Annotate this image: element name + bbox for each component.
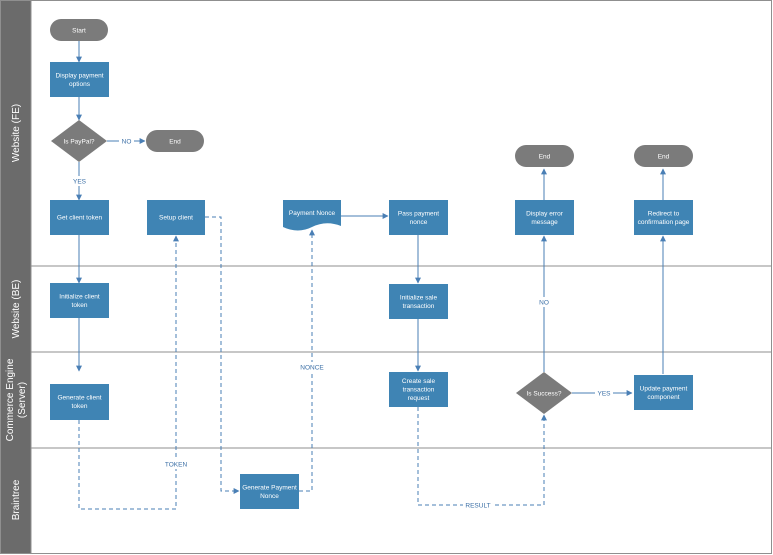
lane-header-server: Commerce Engine (Server) (1, 352, 31, 448)
node-display-error-line2: message (531, 219, 558, 226)
lane-header-fe: Website (FE) (1, 1, 31, 266)
node-redirect-confirm-line2: confirmation page (638, 219, 690, 226)
node-generate-payment-nonce-line1: Generate Payment (242, 485, 297, 492)
lane-label-fe: Website (FE) (11, 104, 22, 162)
node-end-confirm-label: End (658, 154, 670, 161)
node-redirect-confirm: Redirect to confirmation page (634, 200, 693, 235)
node-is-success-label: Is Success? (526, 391, 561, 398)
node-display-payment-line1: Display payment (55, 73, 103, 80)
node-init-client-token-line1: Initialize client (59, 294, 100, 301)
node-is-success: Is Success? (516, 372, 572, 414)
node-init-sale-line1: Initialize sale (400, 295, 438, 302)
node-generate-client-token-line2: token (72, 403, 88, 410)
node-generate-payment-nonce-line2: Nonce (260, 493, 279, 500)
node-display-error: Display error message (515, 200, 574, 235)
node-create-sale-line3: request (408, 395, 430, 402)
node-payment-nonce: Payment Nonce (283, 200, 341, 231)
edge-label-result: RESULT (463, 500, 493, 510)
node-pass-payment-nonce-line1: Pass payment (398, 211, 439, 218)
edge-label-token-text: TOKEN (165, 462, 188, 469)
lane-label-server: Commerce Engine (5, 358, 16, 441)
node-generate-client-token-line1: Generate client (57, 395, 101, 402)
edge-label-yes-success: YES (595, 388, 613, 398)
node-create-sale-line1: Create sale (402, 378, 436, 385)
edge-label-yes-paypal: YES (71, 176, 88, 186)
lane-header-bt: Braintree (1, 448, 31, 553)
lane-label-server-2: (Server) (17, 382, 28, 418)
node-generate-client-token: Generate client token (50, 384, 109, 420)
node-setup-client-label: Setup client (159, 215, 193, 222)
node-display-payment: Display payment options (50, 62, 109, 97)
edge-generate-setup (78, 235, 179, 510)
node-init-client-token: Initialize client token (50, 283, 109, 318)
edge-label-result-text: RESULT (465, 503, 490, 510)
edge-label-no-success-text: NO (539, 300, 549, 307)
node-get-client-token-label: Get client token (57, 215, 103, 222)
node-init-sale: Initialize sale transaction (389, 284, 448, 319)
edge-label-nonce-text: NONCE (300, 365, 324, 372)
node-start: Start (50, 19, 108, 41)
node-display-error-line1: Display error (526, 211, 564, 218)
edge-label-no-paypal-text: NO (122, 139, 132, 146)
node-init-client-token-line2: token (72, 302, 88, 309)
node-pass-payment-nonce-line2: nonce (410, 219, 428, 226)
node-pass-payment-nonce: Pass payment nonce (389, 200, 448, 235)
node-setup-client: Setup client (147, 200, 205, 235)
node-payment-nonce-label: Payment Nonce (289, 210, 336, 217)
lane-label-be: Website (BE) (11, 280, 22, 339)
solid-edges (76, 41, 666, 396)
edge-label-no-success: NO (536, 297, 552, 307)
node-start-label: Start (72, 28, 86, 35)
node-create-sale: Create sale transaction request (389, 372, 448, 407)
edge-label-no-paypal: NO (119, 136, 134, 146)
node-end-error-label: End (539, 154, 551, 161)
node-init-sale-line2: transaction (403, 303, 435, 310)
edge-label-token: TOKEN (162, 459, 190, 469)
node-end-confirm: End (634, 145, 693, 167)
node-update-payment-line1: Update payment (640, 386, 688, 393)
node-end-paypal: End (146, 130, 204, 152)
edge-label-yes-paypal-text: YES (73, 179, 87, 186)
node-end-paypal-label: End (169, 139, 181, 146)
node-end-error: End (515, 145, 574, 167)
node-get-client-token: Get client token (50, 200, 109, 235)
node-update-payment: Update payment component (634, 375, 693, 410)
lane-header-be: Website (BE) (1, 266, 31, 352)
lane-label-bt: Braintree (11, 479, 22, 520)
node-display-payment-line2: options (69, 81, 91, 88)
node-update-payment-line2: component (647, 394, 679, 401)
edge-label-nonce: NONCE (298, 362, 326, 372)
edge-label-yes-success-text: YES (597, 391, 611, 398)
node-redirect-confirm-line1: Redirect to (648, 211, 680, 218)
node-is-paypal: Is PayPal? (51, 120, 107, 162)
node-generate-payment-nonce: Generate Payment Nonce (240, 474, 299, 509)
edge-setup-generatenonce (205, 216, 240, 494)
node-create-sale-line2: transaction (403, 387, 435, 394)
node-is-paypal-label: Is PayPal? (63, 139, 94, 146)
